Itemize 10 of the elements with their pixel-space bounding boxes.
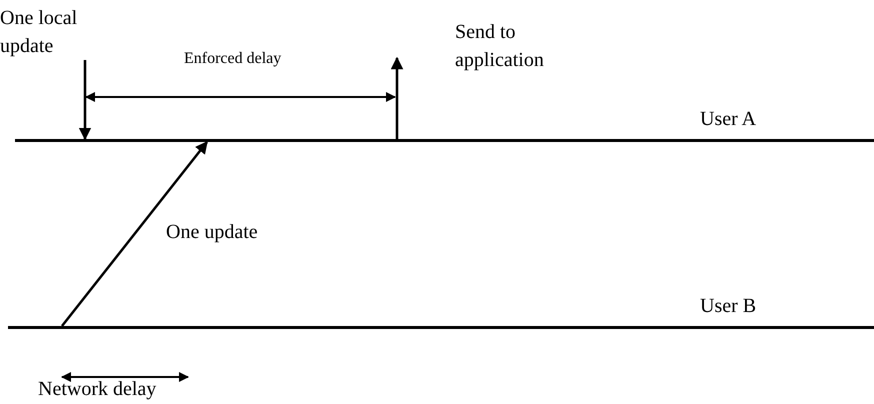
annotation-text: Send to application (455, 20, 545, 73)
arrow (61, 141, 208, 327)
annotation-text: One local update (0, 6, 78, 59)
timeline-label: User B (700, 294, 756, 319)
dimension-label: Enforced delay (184, 50, 282, 68)
edge-label: One update (166, 220, 258, 245)
timeline-label: User A (700, 107, 756, 132)
dimension-label: Network delay (38, 378, 156, 401)
arrow (78, 60, 92, 140)
arrow (390, 56, 404, 139)
